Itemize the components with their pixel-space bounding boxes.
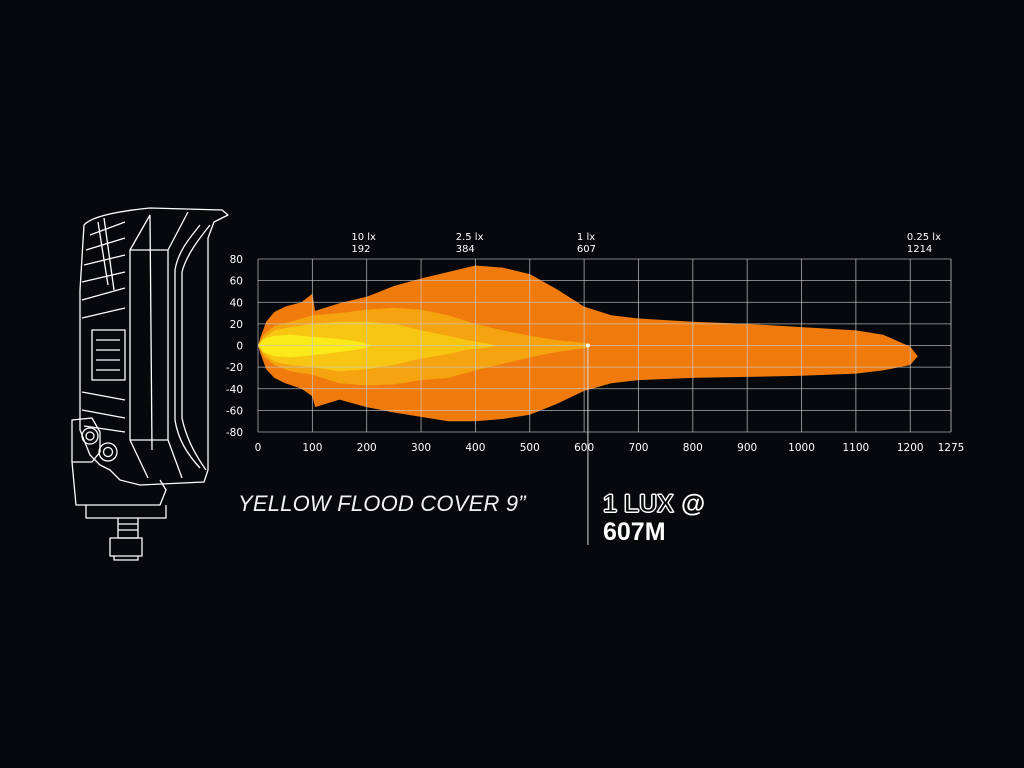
x-tick-label: 0 xyxy=(255,442,262,454)
marker-lux-label: 0.25 lx xyxy=(907,232,941,243)
x-tick-label: 200 xyxy=(357,442,377,454)
y-tick-label: -80 xyxy=(226,427,243,439)
zone-10-lx xyxy=(258,334,373,358)
product-caption: YELLOW FLOOD COVER 9” xyxy=(238,491,526,516)
x-tick-label: 300 xyxy=(411,442,431,454)
y-tick-label: 20 xyxy=(230,319,243,331)
distance-value: 607M xyxy=(603,518,666,546)
marker-distance-label: 1214 xyxy=(907,244,932,255)
x-tick-label: 600 xyxy=(574,442,594,454)
chart-grid xyxy=(257,258,952,433)
x-tick-label: 1100 xyxy=(843,442,870,454)
marker-lux-label: 2.5 lx xyxy=(456,232,484,243)
y-tick-label: 40 xyxy=(230,297,243,309)
y-tick-label: -40 xyxy=(226,384,243,396)
range-readout: 1 LUX @ 607M xyxy=(603,490,706,547)
at-symbol: @ xyxy=(680,490,706,518)
marker-lux-label: 10 lx xyxy=(351,232,376,243)
y-tick-label: -60 xyxy=(226,405,243,417)
y-tick-label: 80 xyxy=(230,254,243,266)
x-tick-label: 1275 xyxy=(938,442,965,454)
x-tick-label: 1000 xyxy=(788,442,815,454)
marker-distance-label: 384 xyxy=(456,244,475,255)
x-tick-label: 1200 xyxy=(897,442,924,454)
beam-zones xyxy=(258,265,918,422)
x-axis-ticks: 0 100 200 300 400 500 600 700 800 900 1000 1100 1200… xyxy=(255,442,965,454)
x-tick-label: 100 xyxy=(302,442,322,454)
x-tick-label: 700 xyxy=(628,442,648,454)
lux-value: 1 LUX xyxy=(603,490,675,519)
marker-lux-label: 1 lx xyxy=(577,232,595,243)
x-tick-label: 900 xyxy=(737,442,757,454)
y-tick-label: -20 xyxy=(226,362,243,374)
x-tick-label: 400 xyxy=(465,442,485,454)
x-tick-label: 500 xyxy=(520,442,540,454)
reference-dot xyxy=(585,343,590,348)
marker-distance-label: 607 xyxy=(577,244,596,255)
y-axis-ticks: 80 60 40 20 0 -20 -40 -60 -80 xyxy=(226,254,243,439)
y-tick-label: 60 xyxy=(230,276,243,288)
light-bar-illustration xyxy=(71,207,229,561)
marker-distance-label: 192 xyxy=(351,244,370,255)
zone-2-5-lx xyxy=(258,321,498,372)
x-tick-label: 800 xyxy=(683,442,703,454)
y-tick-label: 0 xyxy=(236,341,243,353)
